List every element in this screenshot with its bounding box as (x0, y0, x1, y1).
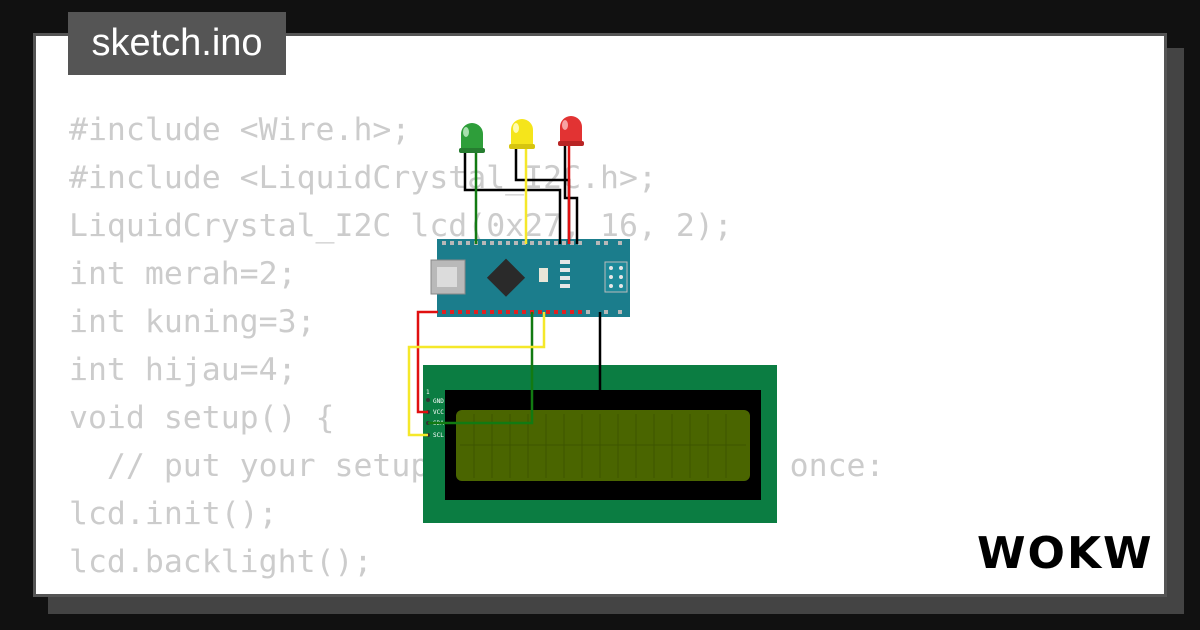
lcd-pin-scl: SCL (433, 432, 444, 439)
code-line: lcd.init(); (69, 496, 278, 532)
code-line: lcd.backlight(); (69, 544, 373, 580)
lcd-char-grid (460, 414, 746, 478)
code-line: int kuning=3; (69, 304, 316, 340)
code-line: int hijau=4; (69, 352, 297, 388)
led-green[interactable] (459, 123, 485, 153)
lcd-pin-vcc: VCC (433, 409, 444, 416)
lcd-module[interactable]: 1 GND VCC SDA SCL (423, 365, 777, 523)
top-header-pins (442, 241, 622, 245)
wokwi-logo: WOKWi (977, 528, 1155, 578)
arduino-nano-board[interactable] (430, 239, 630, 317)
bottom-header-pins (442, 310, 582, 314)
code-line: LiquidCrystal_I2C lcd(0x27, 16, 2); (69, 208, 733, 244)
code-line: pinMode(merah, OUTPUT); (69, 586, 884, 594)
code-line: #include <Wire.h>; (69, 112, 411, 148)
file-tab[interactable]: sketch.ino (68, 12, 286, 75)
code-line: #include <LiquidCrystal_I2C.h>; (69, 160, 657, 196)
wires (407, 145, 602, 437)
code-line: int merah=2; (69, 256, 297, 292)
code-line: void setup() { (69, 400, 335, 436)
mcu-chip (486, 258, 526, 297)
reset-button (539, 268, 548, 282)
svg-text:WOKWi: WOKWi (977, 528, 1155, 578)
lcd-pin-gnd: GND (433, 398, 444, 405)
led-red[interactable] (558, 116, 584, 146)
led-yellow[interactable] (509, 119, 535, 149)
lcd-pin-index: 1 (426, 389, 430, 396)
